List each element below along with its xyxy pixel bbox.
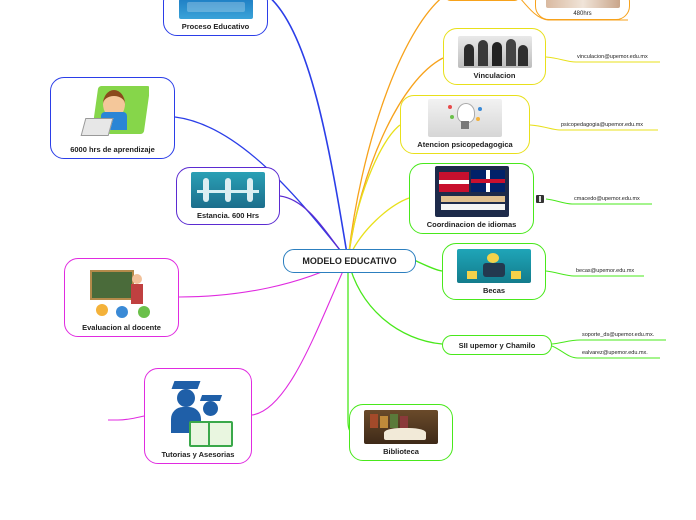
connector-biblioteca bbox=[347, 260, 353, 433]
node-coordinacion-idiomas[interactable]: Coordinacion de idiomas bbox=[409, 163, 534, 234]
connector-becas bbox=[413, 259, 443, 272]
node-becas[interactable]: Becas bbox=[442, 243, 546, 300]
node-estancia-label: Estancia. 600 Hrs bbox=[196, 211, 260, 220]
student-laptop-image bbox=[76, 84, 149, 142]
node-tutorias[interactable]: Tutorias y Asesorias bbox=[144, 368, 252, 464]
estancia-image bbox=[191, 172, 265, 208]
connector-tutorias-stub bbox=[108, 415, 145, 421]
graduates-book-icon bbox=[163, 377, 233, 447]
connector-becas-leaf bbox=[545, 270, 644, 277]
node-atencion-psicopedagogica[interactable]: Atencion psicopedagogica bbox=[400, 95, 530, 154]
node-estancia[interactable]: Estancia. 600 Hrs bbox=[176, 167, 280, 225]
node-evaluacion-docente[interactable]: Evaluacion al docente bbox=[64, 258, 179, 337]
hrs480-image bbox=[545, 0, 620, 8]
open-book-image bbox=[364, 410, 438, 444]
node-480hrs-label: 480hrs bbox=[573, 11, 592, 17]
connector-hrs480 bbox=[347, 0, 441, 261]
connector-idiomas-leaf bbox=[545, 198, 652, 205]
node-vinculacion[interactable]: Vinculacion bbox=[443, 28, 546, 85]
node-atencion-label: Atencion psicopedagogica bbox=[417, 140, 513, 149]
leaf-becas-email[interactable]: becas@upemor.edu.mx bbox=[576, 268, 635, 274]
teacher-classroom-image bbox=[85, 266, 158, 320]
node-480hrs[interactable]: 480hrs bbox=[535, 0, 630, 20]
becas-image bbox=[457, 249, 531, 283]
connector-tutorias bbox=[251, 259, 349, 416]
node-6000-hrs-aprendizaje[interactable]: 6000 hrs de aprendizaje bbox=[50, 77, 175, 159]
node-sii-upemor-chamilo[interactable]: SII upemor y Chamilo bbox=[442, 335, 552, 355]
leaf-idiomas-email[interactable]: cmacedo@upemor.edu.mx bbox=[574, 196, 640, 202]
node-biblioteca-label: Biblioteca bbox=[383, 447, 419, 456]
language-books-image bbox=[434, 166, 509, 217]
node-top-partial[interactable] bbox=[445, 0, 520, 1]
connector-soporte-leaf bbox=[551, 339, 666, 345]
leaf-psicopedagogia-email[interactable]: psicopedagogia@upemor.edu.mx bbox=[561, 122, 644, 128]
node-proceso-educativo[interactable]: Proceso Educativo bbox=[163, 0, 268, 36]
node-biblioteca[interactable]: Biblioteca bbox=[349, 404, 453, 461]
connector-psico-leaf bbox=[529, 124, 658, 131]
connector-vinculacion-leaf bbox=[545, 56, 660, 63]
connector-proceso bbox=[271, 0, 349, 261]
proceso-educativo-image bbox=[178, 0, 253, 19]
connector-ealvarez-leaf bbox=[551, 345, 660, 359]
node-idiomas-label: Coordinacion de idiomas bbox=[426, 220, 517, 229]
leaf-ealvarez-email[interactable]: ealvarez@upemor.edu.mx. bbox=[582, 350, 648, 356]
leaf-soporte-email[interactable]: soporte_ds@upemor.edu.mx. bbox=[582, 332, 655, 338]
node-6000-hrs-label: 6000 hrs de aprendizaje bbox=[70, 145, 155, 154]
business-people-image bbox=[457, 36, 532, 68]
node-proceso-educativo-label: Proceso Educativo bbox=[181, 22, 250, 31]
node-vinculacion-label: Vinculacion bbox=[473, 71, 516, 80]
lightbulb-image bbox=[428, 99, 502, 137]
central-topic[interactable]: MODELO EDUCATIVO bbox=[283, 249, 416, 273]
connector-sii bbox=[347, 259, 443, 345]
node-tutorias-label: Tutorias y Asesorias bbox=[161, 450, 235, 459]
node-sii-label: SII upemor y Chamilo bbox=[458, 340, 536, 350]
leaf-vinculacion-email[interactable]: vinculacion@upemor.edu.mx bbox=[577, 54, 648, 60]
central-topic-label: MODELO EDUCATIVO bbox=[302, 256, 397, 266]
note-icon[interactable] bbox=[536, 195, 544, 203]
connector-psicopedagogica bbox=[347, 124, 401, 261]
node-evaluacion-label: Evaluacion al docente bbox=[82, 323, 161, 332]
node-becas-label: Becas bbox=[482, 286, 506, 295]
